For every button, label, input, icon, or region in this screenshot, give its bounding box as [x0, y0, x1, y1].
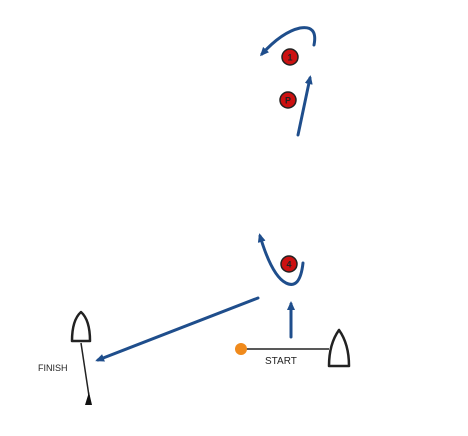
orange-buoy-icon [235, 343, 247, 355]
black-triangle-flag-icon [85, 392, 92, 405]
mark-p: P [279, 91, 297, 109]
mark-1: 1 [281, 48, 299, 66]
start-label: START [265, 356, 297, 367]
finish-boat-icon [70, 310, 92, 343]
mark-4-label: 4 [286, 260, 291, 270]
route-arrow-to-finish [95, 296, 260, 362]
mark-1-label: 1 [287, 53, 292, 63]
finish-line: FINISH [38, 310, 92, 405]
finish-label: FINISH [38, 363, 68, 373]
mark-p-label: P [285, 96, 291, 106]
boat-icon [327, 328, 351, 368]
course-route [95, 26, 317, 362]
mark-4: 4 [280, 255, 298, 273]
route-arrow-round-mark-1 [259, 26, 317, 57]
start-line: START [235, 328, 351, 368]
route-arrow-upwind [296, 75, 313, 137]
route-arrow-round-mark-4 [257, 233, 305, 286]
